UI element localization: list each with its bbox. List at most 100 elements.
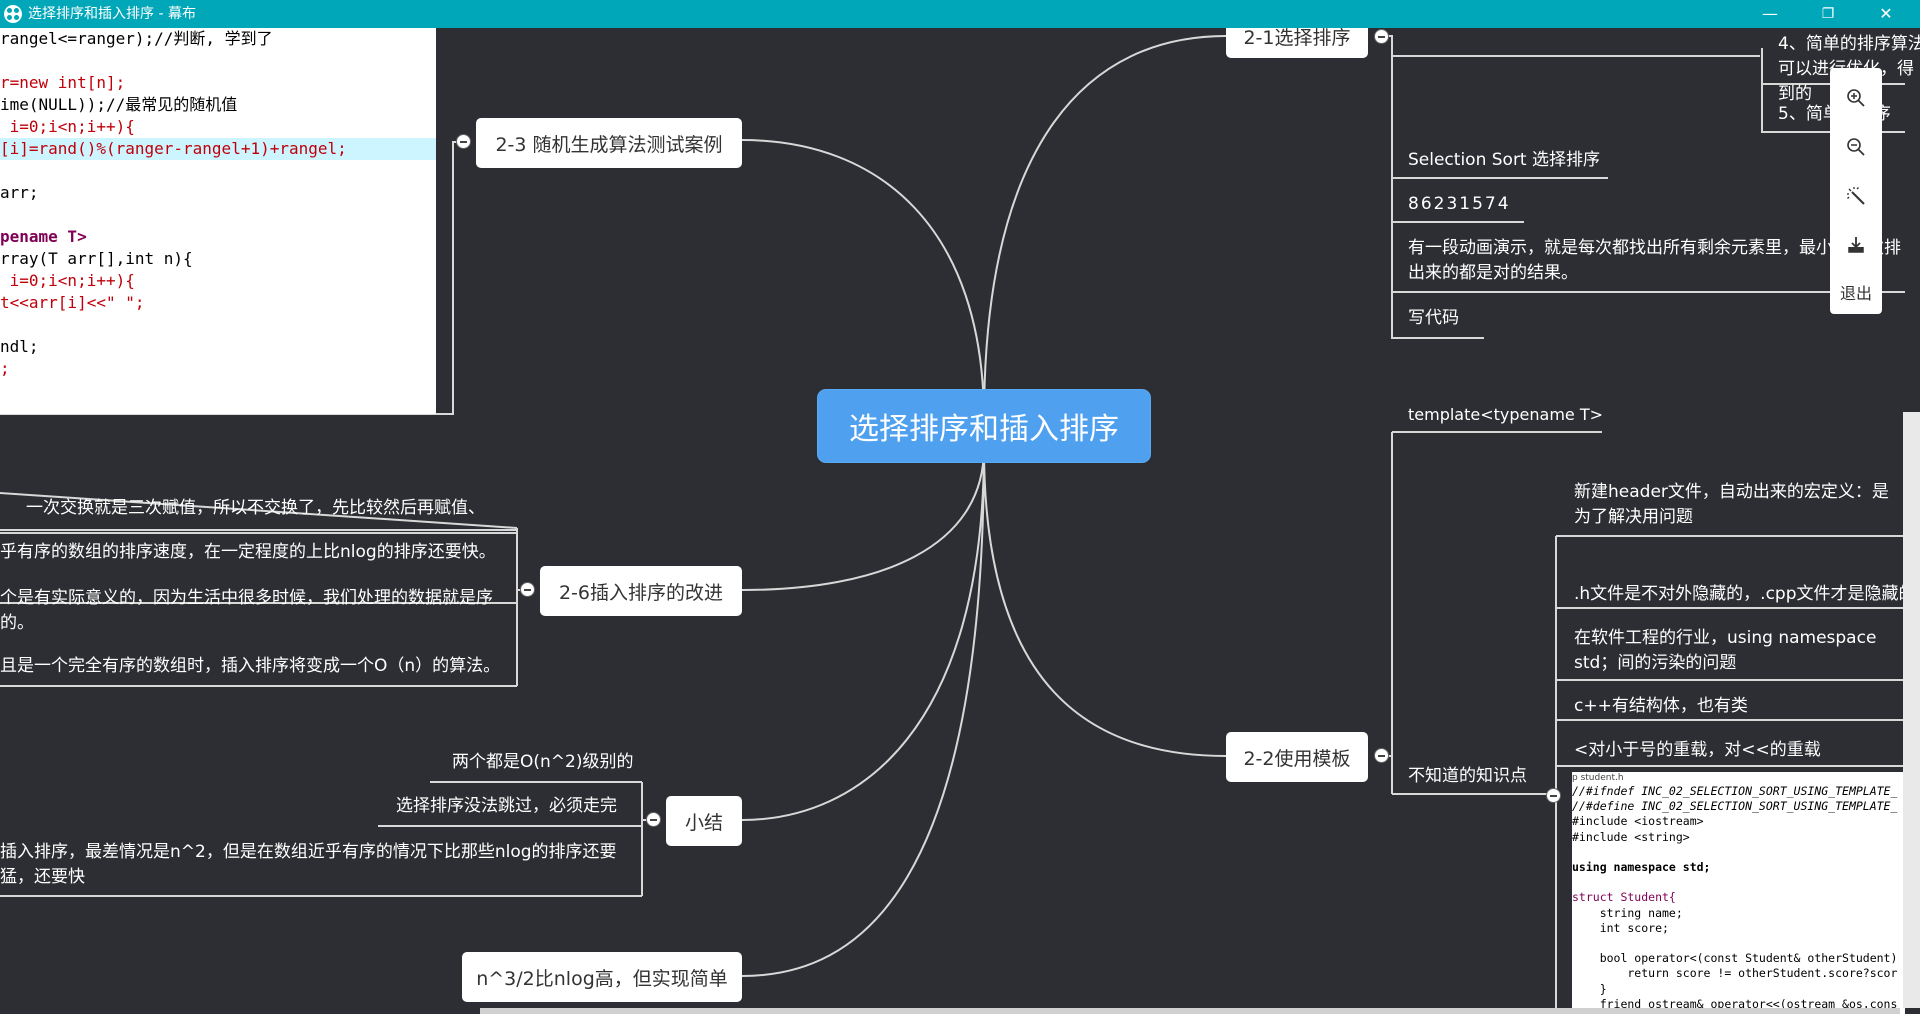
code-line — [1572, 875, 1905, 890]
unknown-item-3[interactable]: c++有结构体，也有类 — [1574, 696, 1748, 716]
selection-item-4[interactable]: 有一段动画演示，就是每次都找出所有剩余元素里，最小的，次排出来的都是对的结果。 — [1408, 238, 1901, 283]
node-summary[interactable]: 小结 — [666, 796, 742, 846]
code-line — [0, 314, 436, 336]
code-line: //#define INC_02_SELECTION_SORT_USING_TE… — [1572, 799, 1898, 814]
link-root-n32 — [741, 447, 985, 977]
link-root-summary — [741, 447, 985, 821]
code-line: ime(NULL));//最常见的随机值 — [0, 95, 238, 114]
collapse-summary-icon[interactable] — [646, 812, 661, 827]
selection-item-2[interactable]: Selection Sort 选择排序 — [1408, 150, 1600, 170]
code-line — [0, 204, 436, 226]
magic-wand-button[interactable] — [1830, 174, 1882, 218]
code-line: i=0;i<n;i++){ — [0, 271, 135, 290]
code-line — [0, 50, 436, 72]
zoom-in-icon — [1847, 89, 1865, 107]
insertion-item-2[interactable]: 个是有实际意义的，因为生活中很多时候，我们处理的数据就是序的。 — [0, 588, 493, 633]
code-line: t<<arr[i]<<" "; — [0, 293, 145, 312]
download-button[interactable] — [1830, 223, 1882, 267]
code-line: i=0;i<n;i++){ — [0, 117, 135, 136]
code-line: ndl; — [0, 337, 39, 356]
collapse-use-template-icon[interactable] — [1374, 748, 1389, 763]
window-title: 选择排序和插入排序 - 幕布 — [28, 6, 196, 22]
vertical-scrollbar[interactable] — [1903, 412, 1920, 1008]
close-button[interactable]: ✕ — [1879, 4, 1893, 23]
link-sel-code — [1391, 292, 1484, 339]
insertion-item-0[interactable]: 一次交换就是三次赋值，所以不交换了，先比较然后再赋值、 — [26, 498, 485, 518]
insertion-item-1[interactable]: 乎有序的数组的排序速度，在一定程度的上比nlog的排序还要快。 — [0, 542, 496, 562]
zoom-out-button[interactable] — [1830, 125, 1882, 169]
link-unk-bracket — [1554, 536, 1557, 1014]
selection-item-3[interactable]: 86231574 — [1408, 194, 1511, 214]
student-code-image: p student.h //#ifndef INC_02_SELECTION_S… — [1572, 772, 1905, 1014]
collapse-insertion-improve-icon[interactable] — [520, 582, 535, 597]
mindmap-canvas[interactable]: rangel<=ranger);//判断, 学到了 r=new int[n]; … — [0, 28, 1920, 1014]
window-titlebar: 选择排序和插入排序 - 幕布 — ❐ ✕ — [0, 0, 1920, 28]
code-line: rray(T arr[],int n){ — [0, 249, 193, 268]
summary-item-0[interactable]: 两个都是O(n^2)级别的 — [452, 752, 634, 772]
code-line: struct Student{ — [1572, 890, 1676, 905]
unknown-item-4[interactable]: <对小于号的重载，对<<的重载 — [1574, 740, 1821, 760]
collapse-unknown-icon[interactable] — [1546, 788, 1561, 803]
restore-button[interactable]: ❐ — [1821, 6, 1835, 22]
code-line: ; — [0, 359, 10, 378]
link-ins-1b — [0, 593, 518, 604]
code-line: } — [1572, 981, 1607, 996]
code-line: bool operator<(const Student& otherStude… — [1572, 951, 1898, 966]
link-ins-bracket — [516, 528, 527, 686]
code-line: string name; — [1572, 905, 1683, 920]
code-line: r=new int[n]; — [0, 73, 126, 92]
summary-item-2[interactable]: 插入排序，最差情况是n^2，但是在数组近乎有序的情况下比那些nlog的排序还要猛… — [0, 842, 617, 887]
code-line: #include <string> — [1572, 829, 1690, 844]
link-root-template — [983, 447, 1227, 757]
horizontal-scrollbar[interactable] — [480, 1008, 1900, 1014]
code-line: rangel<=ranger);//判断, 学到了 — [0, 29, 273, 48]
unknown-item-0[interactable]: 新建header文件，自动出来的宏定义：是为了解决用问题 — [1574, 482, 1889, 527]
unknown-item-1[interactable]: .h文件是不对外隐藏的，.cpp文件才是隐藏的 — [1574, 584, 1916, 604]
code-line: arr; — [0, 183, 39, 202]
zoom-in-button[interactable] — [1830, 76, 1882, 120]
link-tpl-bracket — [1382, 432, 1393, 794]
node-selection-sort[interactable]: 2-1选择排序 — [1226, 28, 1368, 58]
link-sum-bracket — [641, 782, 651, 896]
code-line — [0, 160, 436, 182]
code-line: #include <iostream> — [1572, 814, 1704, 829]
link-root-insertion — [741, 447, 985, 591]
root-node[interactable]: 选择排序和插入排序 — [818, 390, 1150, 462]
link-root-selection — [983, 35, 1227, 421]
link-sel-bracket — [1382, 35, 1393, 292]
exit-button[interactable]: 退出 — [1839, 284, 1872, 303]
code-line: int score; — [1572, 920, 1669, 935]
template-item-unknown[interactable]: 不知道的知识点 — [1408, 766, 1527, 786]
node-n32[interactable]: n^3/2比nlog高，但实现简单 — [462, 952, 742, 1002]
code-line — [1572, 845, 1905, 860]
minimize-button[interactable]: — — [1762, 4, 1778, 23]
zoom-toolbar: 退出 — [1830, 68, 1882, 314]
mubu-logo-icon — [4, 5, 22, 23]
code-line: return score != otherStudent.score?scor — [1572, 966, 1898, 981]
template-item-typename[interactable]: template<typename T> — [1408, 405, 1604, 424]
link-ins-top — [0, 492, 518, 529]
code-line-highlight: [i]=rand()%(ranger-rangel+1)+rangel; — [0, 138, 436, 160]
unknown-item-2[interactable]: 在软件工程的行业，using namespace std；间的污染的问题 — [1574, 628, 1877, 673]
selection-item-5[interactable]: 写代码 — [1408, 308, 1459, 328]
download-icon — [1848, 237, 1864, 253]
node-random-cases[interactable]: 2-3 随机生成算法测试案例 — [476, 118, 742, 168]
code-caption: p student.h — [1572, 773, 1624, 783]
node-use-template[interactable]: 2-2使用模板 — [1226, 732, 1368, 782]
insertion-item-3[interactable]: 且是一个完全有序的数组时，插入排序将变成一个O（n）的算法。 — [0, 656, 501, 676]
node-insertion-improve[interactable]: 2-6插入排序的改进 — [540, 566, 742, 616]
random-code-image: rangel<=ranger);//判断, 学到了 r=new int[n]; … — [0, 28, 436, 414]
link-root-random — [741, 139, 985, 421]
collapse-random-cases-icon[interactable] — [456, 134, 471, 149]
magic-wand-icon — [1847, 187, 1865, 205]
mindmap-links — [0, 35, 1905, 1014]
code-line: //#ifndef INC_02_SELECTION_SORT_USING_TE… — [1572, 784, 1898, 798]
collapse-selection-sort-icon[interactable] — [1374, 29, 1389, 44]
code-line: friend ostream& operator<<(ostream &os,c… — [1572, 996, 1898, 1011]
summary-item-1[interactable]: 选择排序没法跳过，必须走完 — [396, 796, 617, 816]
link-ins-1 — [0, 528, 518, 531]
code-line — [1572, 936, 1905, 951]
code-line: pename T> — [0, 227, 87, 246]
zoom-out-icon — [1847, 138, 1865, 156]
code-line: using namespace std; — [1572, 860, 1711, 874]
